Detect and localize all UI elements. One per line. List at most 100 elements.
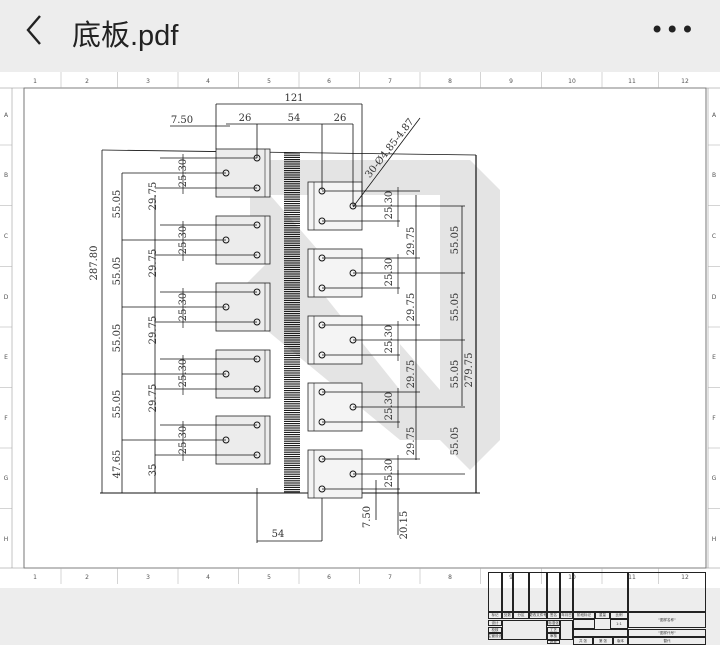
dimension-label: 55.05 xyxy=(112,324,123,353)
row-label: E xyxy=(4,354,8,361)
dimension-label: 279.75 xyxy=(464,353,475,388)
column-label: 4 xyxy=(206,78,210,85)
more-horizontal-icon: ••• xyxy=(650,16,696,44)
title-block-cell: 签名 xyxy=(547,612,560,619)
dimension-label: 26 xyxy=(239,113,252,124)
title-block-cell: "图样代号" xyxy=(628,629,706,637)
column-label: 7 xyxy=(388,574,392,581)
column-label: 9 xyxy=(509,574,513,581)
dimension-label: 25.30 xyxy=(178,226,189,255)
title-block-cell xyxy=(502,620,547,640)
row-label: G xyxy=(712,475,717,482)
dimension-label: 25.30 xyxy=(178,159,189,188)
dimension-label: 7.50 xyxy=(171,115,193,126)
dimension-label: 25.30 xyxy=(178,293,189,322)
dimension-label: 47.65 xyxy=(112,450,123,479)
dimension-label: 55.05 xyxy=(450,226,461,255)
title-block-cell xyxy=(502,572,513,612)
dimension-label: 29.75 xyxy=(148,182,159,211)
row-label: B xyxy=(4,172,8,179)
column-label: 8 xyxy=(448,78,452,85)
title-block-cell xyxy=(560,620,573,640)
component xyxy=(307,248,363,298)
row-label: C xyxy=(712,233,716,240)
dimension-label: 55.05 xyxy=(450,427,461,456)
top-bar: 底板.pdf ••• xyxy=(0,0,720,72)
column-label: 3 xyxy=(146,574,150,581)
title-block-cell: 审核 xyxy=(547,633,560,640)
row-label: A xyxy=(4,112,9,119)
chevron-left-icon xyxy=(26,15,41,45)
title-block-cell: 更改文件号 xyxy=(529,612,547,619)
title-block-cell: 替代 xyxy=(628,637,706,645)
title-block-cell: 1:1 xyxy=(610,619,628,629)
dimension-label: 7.50 xyxy=(362,506,373,528)
title-block-cell xyxy=(573,629,628,637)
title-block-cell: 共 张 xyxy=(573,637,593,645)
row-label: D xyxy=(4,294,9,301)
column-label: 11 xyxy=(628,574,636,581)
dimension-label: 25.30 xyxy=(384,392,395,421)
dimension-label: 25.30 xyxy=(384,191,395,220)
title-block-cell xyxy=(560,572,573,612)
title-block-cell: 标记 xyxy=(488,612,502,619)
column-label: 9 xyxy=(509,78,513,85)
dimension-label: 29.75 xyxy=(148,249,159,278)
dimension-label: 29.75 xyxy=(406,293,417,322)
column-label: 2 xyxy=(85,78,89,85)
column-label: 2 xyxy=(85,574,89,581)
dimension-label: 20.15 xyxy=(399,511,410,540)
title-block-cell: "图样名称" xyxy=(628,612,706,628)
dimension-label: 29.75 xyxy=(406,427,417,456)
dimension-label: 29.75 xyxy=(148,316,159,345)
dimension-label: 25.30 xyxy=(384,258,395,287)
dimension-label: 55.05 xyxy=(112,257,123,286)
dimension-label: 55.05 xyxy=(112,190,123,219)
row-label: E xyxy=(712,354,716,361)
title-block-cell xyxy=(547,572,560,612)
column-label: 1 xyxy=(33,78,37,85)
dimension-label: 25.30 xyxy=(384,459,395,488)
title-block-cell: 标准化 xyxy=(547,620,560,626)
title-block-cell: 主管设计 xyxy=(488,633,502,640)
back-button[interactable] xyxy=(20,12,50,48)
title-block-cell xyxy=(529,572,547,612)
dimension-label: 121 xyxy=(284,93,303,104)
title-block-cell: 比例 xyxy=(610,612,628,619)
column-label: 12 xyxy=(681,574,689,581)
column-label: 5 xyxy=(267,574,271,581)
dimension-label: 29.75 xyxy=(148,384,159,413)
title-block-cell: 第 张 xyxy=(593,637,613,645)
title-block-cell: 年月日 xyxy=(560,612,573,619)
title-block-cell: 重量 xyxy=(595,612,610,619)
column-label: 6 xyxy=(327,574,331,581)
dimension-label: 55.05 xyxy=(450,293,461,322)
title-block-cell: 设计 xyxy=(488,620,502,626)
more-options-button[interactable]: ••• xyxy=(650,16,695,44)
dimension-label: 26 xyxy=(334,113,347,124)
row-label: A xyxy=(712,112,717,119)
dimension-label: 35 xyxy=(148,464,159,477)
leader-line xyxy=(352,117,421,208)
title-block-cell xyxy=(628,572,706,612)
column-label: 10 xyxy=(568,78,576,85)
dimension-label: 29.75 xyxy=(406,227,417,256)
column-label: 11 xyxy=(628,78,636,85)
row-label: F xyxy=(4,415,8,422)
column-label: 1 xyxy=(33,574,37,581)
title-block-cell: 批准 xyxy=(547,640,560,644)
dimension-label: 54 xyxy=(288,113,301,124)
document-title: 底板.pdf xyxy=(72,20,179,52)
title-block-cell: 处数 xyxy=(502,612,513,619)
title-block-cell: 版本 xyxy=(613,637,628,645)
row-label: B xyxy=(712,172,716,179)
row-label: D xyxy=(712,294,717,301)
title-block: 标记处数分区更改文件号签名年月日设计标准化校核工艺主管设计审核批准阶段标记重量比… xyxy=(488,572,706,645)
dimension-label: 25.30 xyxy=(178,426,189,455)
row-label: H xyxy=(712,536,717,543)
column-label: 7 xyxy=(388,78,392,85)
dimension-label: 54 xyxy=(272,529,285,540)
row-label: F xyxy=(712,415,716,422)
